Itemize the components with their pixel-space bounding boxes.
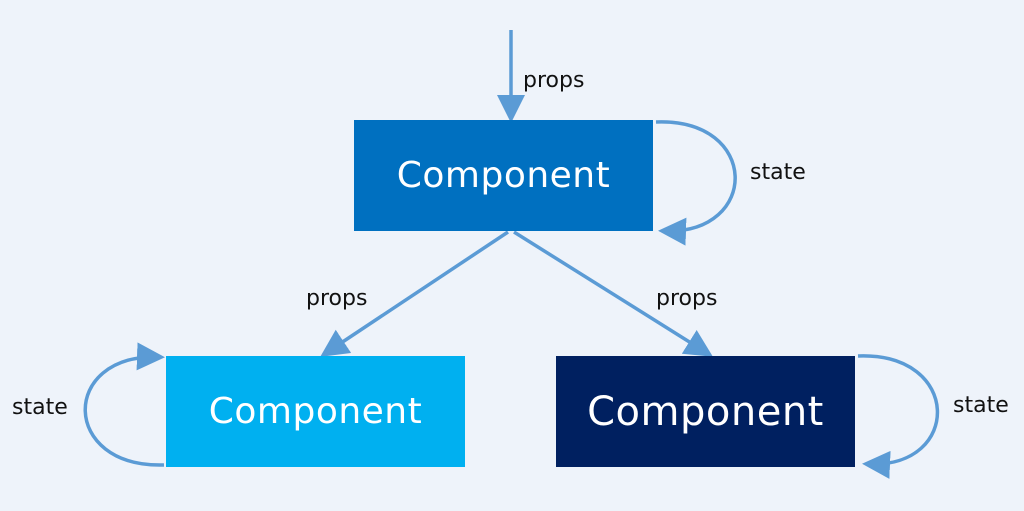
- component-box-right: Component: [556, 356, 855, 467]
- props-arrow-top-to-right: [513, 230, 713, 357]
- component-box-left: Component: [166, 356, 465, 467]
- props-label-right: props: [656, 286, 718, 311]
- component-label-left: Component: [208, 391, 423, 432]
- state-label-left: state: [12, 395, 68, 420]
- state-label-top: state: [750, 160, 806, 185]
- state-loop-right: [857, 354, 940, 479]
- props-arrow-top-to-left: [320, 230, 509, 357]
- component-label-right: Component: [587, 388, 824, 435]
- state-loop-left: [83, 342, 165, 467]
- component-box-top: Component: [354, 120, 653, 231]
- component-label-top: Component: [396, 155, 611, 196]
- incoming-props-label: props: [523, 68, 585, 93]
- state-loop-top: [655, 120, 737, 246]
- state-label-right: state: [953, 393, 1009, 418]
- props-label-left: props: [306, 286, 368, 311]
